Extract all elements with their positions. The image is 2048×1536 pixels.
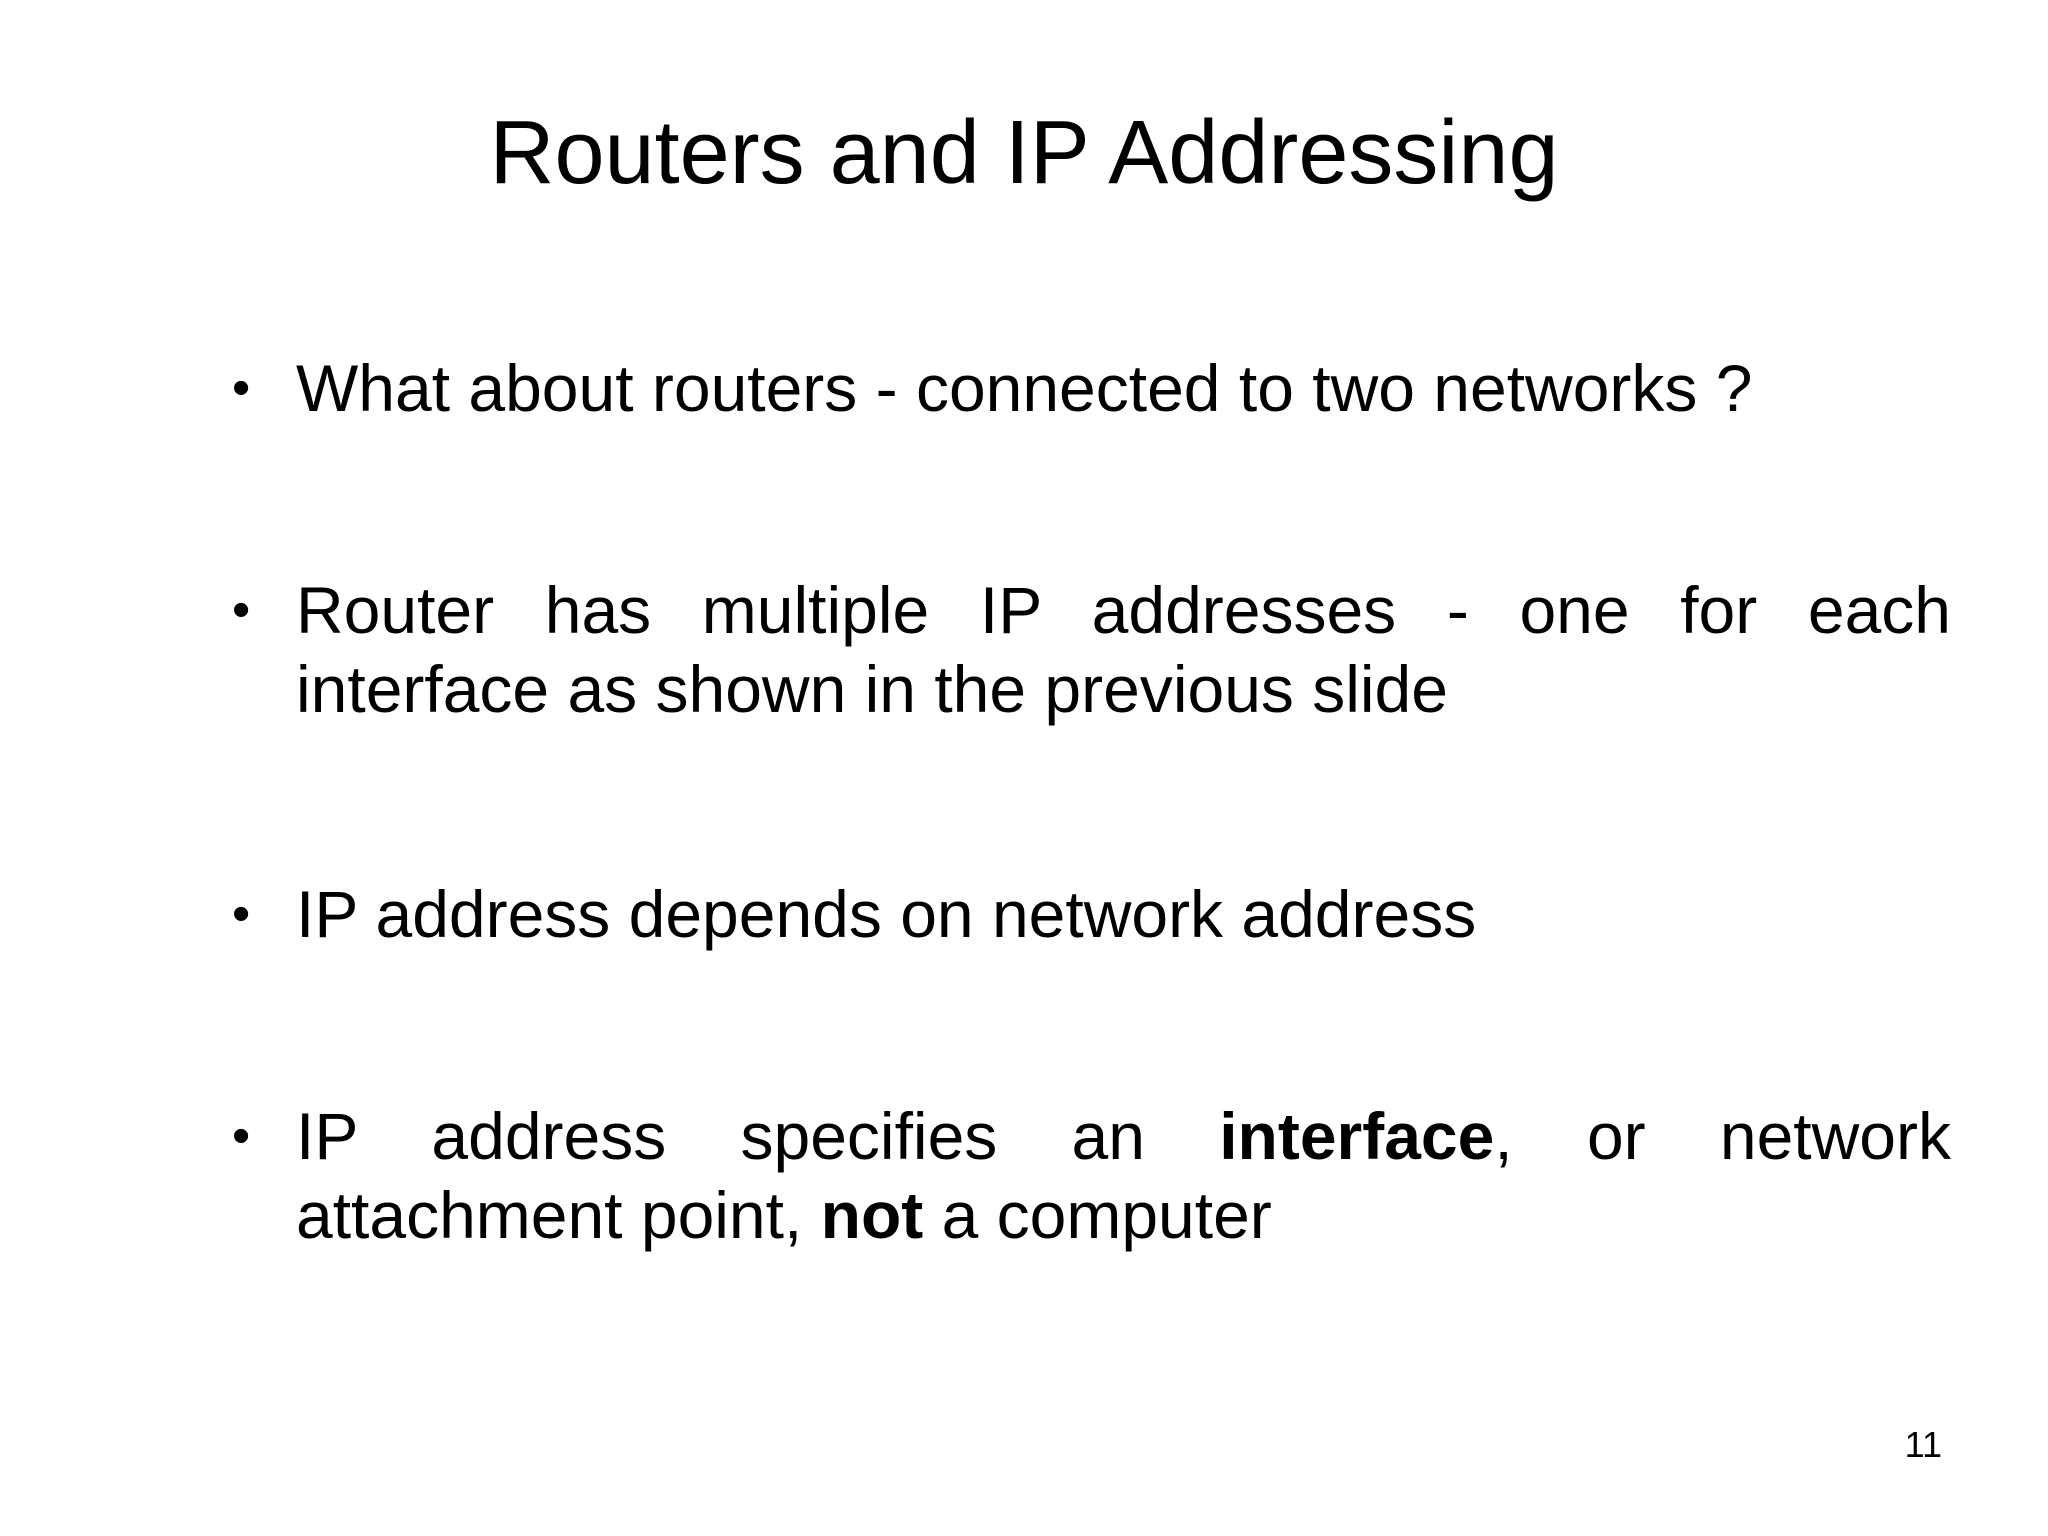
- bullet-line: interface as shown in the previous slide: [296, 652, 1448, 726]
- bullet-text: Router has multiple IP addresses - one f…: [296, 571, 1951, 729]
- bullet-line: attachment point, not a computer: [296, 1176, 1951, 1255]
- bullet-line: IP address specifies an interface, or ne…: [296, 1097, 1951, 1176]
- bullet-icon: •: [232, 359, 251, 417]
- text-run: a computer: [923, 1178, 1272, 1252]
- bullet-icon: •: [232, 1107, 251, 1165]
- bullet-text: What about routers - connected to two ne…: [296, 349, 1951, 428]
- bullet-icon: •: [232, 581, 251, 639]
- bullet-line: Router has multiple IP addresses - one f…: [296, 573, 1951, 647]
- bullet-text: IP address specifies an interface, or ne…: [296, 1097, 1951, 1255]
- text-run: , or network: [1494, 1099, 1951, 1173]
- emphasis-text: not: [820, 1178, 924, 1252]
- page-number: 11: [1904, 1424, 1942, 1465]
- bullet-line: IP address depends on network address: [296, 877, 1477, 951]
- text-run: IP address specifies an: [296, 1099, 1220, 1173]
- text-run: attachment point,: [296, 1178, 821, 1252]
- bullet-line: What about routers - connected to two ne…: [296, 351, 1753, 425]
- bullet-text: IP address depends on network address: [296, 875, 1951, 954]
- bullet-icon: •: [232, 885, 251, 943]
- emphasis-text: interface: [1219, 1099, 1495, 1173]
- slide-title: Routers and IP Addressing: [489, 103, 1559, 203]
